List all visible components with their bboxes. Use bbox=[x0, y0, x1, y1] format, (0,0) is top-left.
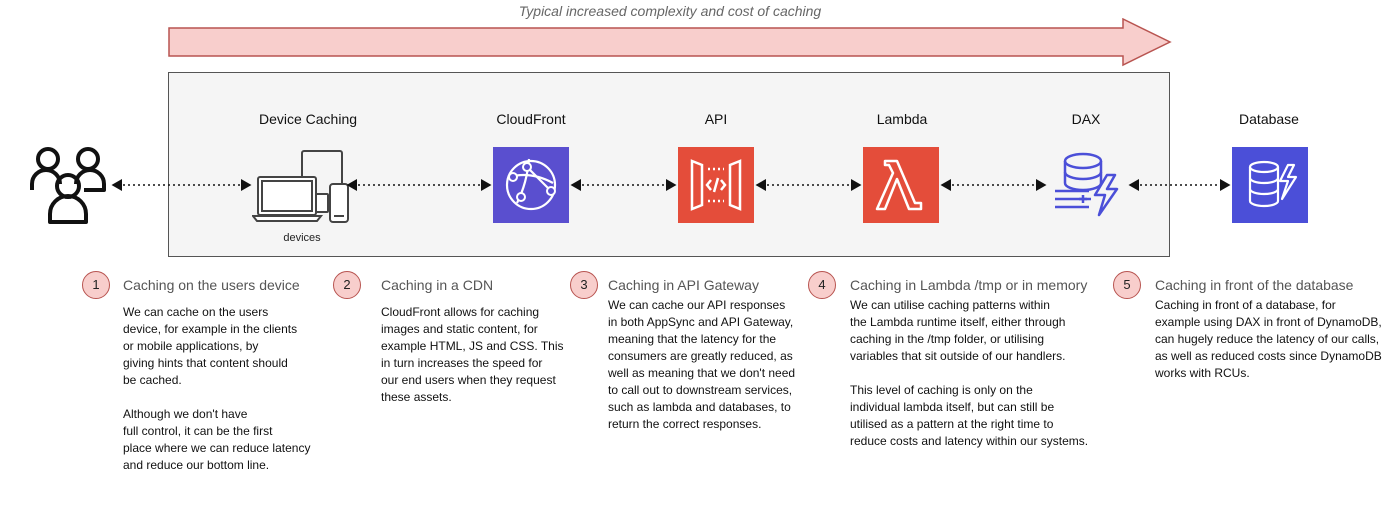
step-body-2: CloudFront allows for caching images and… bbox=[381, 305, 564, 404]
service-title-database: Database bbox=[1239, 111, 1299, 127]
service-title-dax: DAX bbox=[1071, 111, 1101, 127]
step-title-1: Caching on the users device bbox=[123, 277, 300, 293]
step-number-4: 4 bbox=[808, 271, 836, 299]
step-number-5: 5 bbox=[1113, 271, 1141, 299]
api-gateway-icon bbox=[678, 147, 754, 223]
service-title-cloudfront: CloudFront bbox=[496, 111, 566, 127]
step-body-3: We can cache our API responses in both A… bbox=[608, 298, 796, 431]
connector-lines bbox=[111, 179, 1231, 191]
step-title-4: Caching in Lambda /tmp or in memory bbox=[850, 277, 1088, 293]
step-title-2: Caching in a CDN bbox=[381, 277, 494, 293]
devices-icon bbox=[252, 150, 349, 223]
users-icon bbox=[30, 147, 106, 224]
complexity-label: Typical increased complexity and cost of… bbox=[518, 3, 822, 19]
lambda-icon bbox=[863, 147, 939, 223]
step-body-1: We can cache on the users device, for ex… bbox=[123, 305, 311, 472]
service-title-lambda: Lambda bbox=[876, 111, 928, 127]
devices-sublabel: devices bbox=[283, 232, 321, 244]
dax-icon bbox=[1055, 152, 1119, 217]
caching-layers-frame bbox=[168, 72, 1170, 257]
step-number-2: 2 bbox=[333, 271, 361, 299]
step-number-3: 3 bbox=[570, 271, 598, 299]
step-title-3: Caching in API Gateway bbox=[608, 277, 759, 293]
step-body-4: We can utilise caching patterns within t… bbox=[850, 298, 1089, 448]
step-number-1: 1 bbox=[82, 271, 110, 299]
step-title-5: Caching in front of the database bbox=[1155, 277, 1354, 293]
service-title-api: API bbox=[704, 111, 728, 127]
cloudfront-icon bbox=[493, 147, 569, 223]
step-body-5: Caching in front of a database, for exam… bbox=[1155, 298, 1382, 380]
dynamodb-icon bbox=[1232, 147, 1308, 223]
complexity-arrow bbox=[168, 18, 1172, 67]
service-title-device: Device Caching bbox=[258, 111, 358, 127]
